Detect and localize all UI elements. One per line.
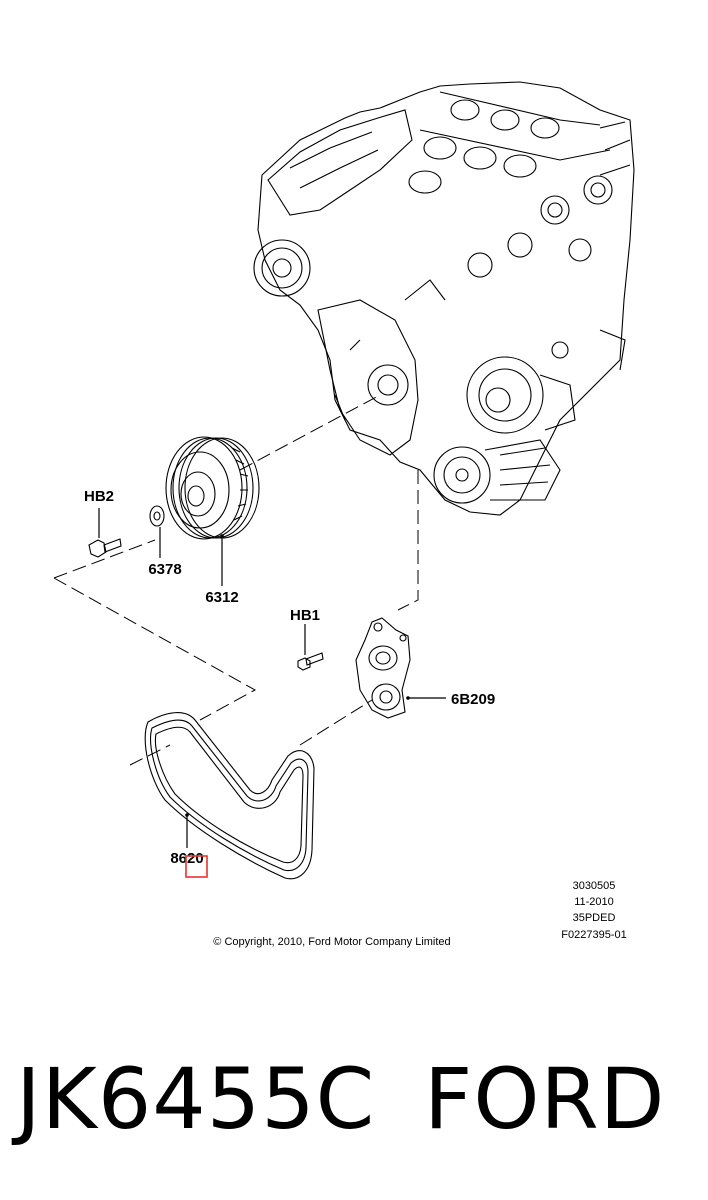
figure-code-4: F0227395-01 (561, 929, 626, 941)
brand-name: FORD (424, 1050, 665, 1148)
bolt-hb1[interactable] (297, 652, 324, 671)
callout-6378: 6378 (148, 561, 181, 578)
highlight-marker (185, 855, 208, 878)
crankshaft-pulley-6312[interactable] (165, 436, 260, 540)
figure-code-3: 35PDED (573, 912, 616, 924)
serpentine-belt-8620[interactable] (144, 712, 315, 880)
washer-6378[interactable] (149, 505, 165, 527)
intake-runners (408, 91, 611, 194)
engine-block-illustration (253, 81, 635, 516)
figure-code-1: 3030505 (573, 880, 616, 892)
copyright-notice: © Copyright, 2010, Ford Motor Company Li… (213, 936, 450, 948)
leader-lines (98, 508, 446, 848)
assembly-centerlines (53, 394, 419, 766)
figure-code-2: 11-2010 (574, 896, 614, 908)
bolt-hb2[interactable] (88, 538, 122, 558)
belt-tensioner-6b209[interactable] (355, 617, 411, 719)
right-bank-ports (467, 121, 631, 278)
callout-hb2: HB2 (84, 488, 114, 505)
callout-8620: 8620 (170, 850, 203, 867)
callout-hb1: HB1 (290, 607, 320, 624)
ac-compressor (433, 439, 561, 504)
callout-6b209: 6B209 (451, 691, 495, 708)
cam-pulley (253, 239, 311, 297)
alternator (466, 341, 576, 434)
callout-6312: 6312 (205, 589, 238, 606)
part-number: JK6455C (11, 1050, 375, 1148)
